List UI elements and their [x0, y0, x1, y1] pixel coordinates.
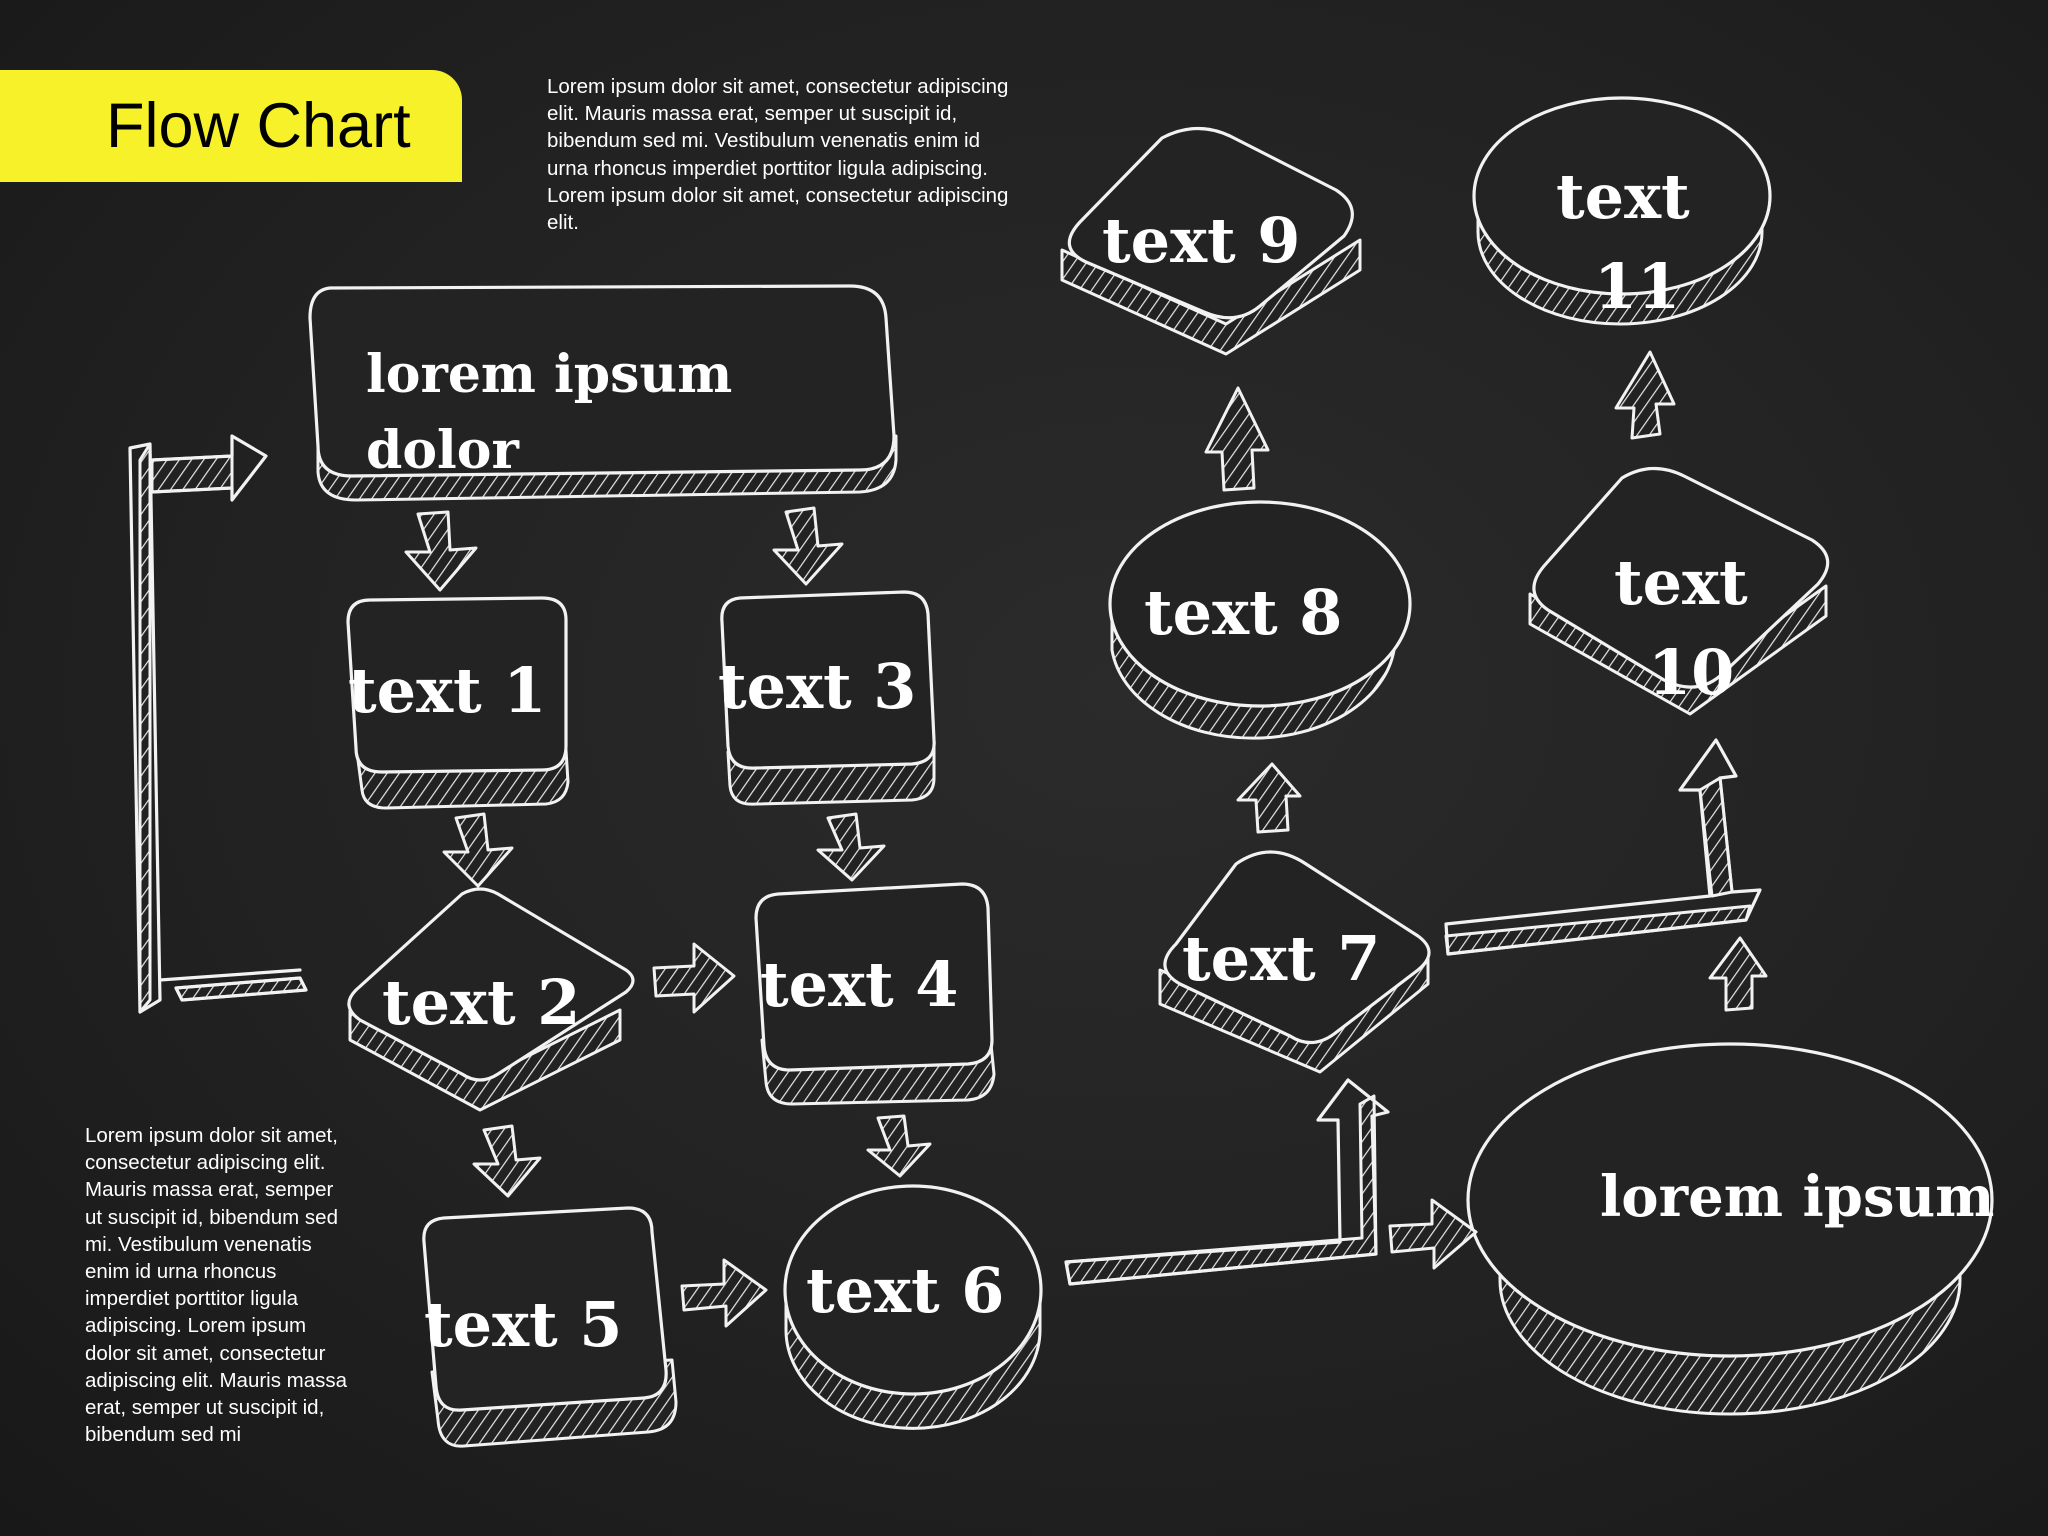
- node-text-9: text 9: [1060, 126, 1362, 356]
- arrow-text1-to-text2: [442, 812, 514, 888]
- node-start: lorem ipsum dolor: [308, 284, 898, 502]
- node-text-10-line2: 10: [1648, 636, 1734, 709]
- arrow-text2-to-text4: [652, 942, 736, 1014]
- node-text-7: text 7: [1158, 850, 1431, 1074]
- arrow-start-to-text1: [404, 510, 478, 592]
- node-text-1: text 1: [346, 596, 570, 810]
- arrow-text2-to-text5: [472, 1124, 542, 1198]
- arrow-end-to-text7line: [1708, 936, 1768, 1012]
- description-bottom: Lorem ipsum dolor sit amet, consectetur …: [85, 1124, 348, 1447]
- arrow-start-to-text3: [772, 506, 844, 586]
- node-text-8-label: text 8: [1144, 576, 1342, 649]
- node-text-6: text 6: [783, 1184, 1043, 1430]
- node-text-8: text 8: [1108, 500, 1412, 740]
- node-start-line1: lorem ipsum: [366, 344, 732, 405]
- description-top: Lorem ipsum dolor sit amet, consectetur …: [547, 75, 1009, 235]
- arrow-text6-to-text7: [1064, 1078, 1390, 1286]
- node-text-10-line1: text: [1614, 546, 1748, 619]
- node-text-10: text 10: [1528, 466, 1830, 716]
- node-text-6-label: text 6: [806, 1254, 1004, 1327]
- arrow-text3-to-text4: [816, 812, 886, 882]
- node-text-3-label: text 3: [718, 650, 916, 723]
- arrow-text10-to-text11: [1614, 350, 1676, 440]
- arrow-text6-to-end: [1388, 1198, 1478, 1270]
- node-end: lorem ipsum: [1466, 1042, 1994, 1416]
- arrow-text7-to-text8: [1236, 762, 1302, 834]
- node-text-9-label: text 9: [1102, 204, 1300, 277]
- arrow-text5-to-text6: [680, 1258, 768, 1328]
- arrow-text8-to-text9: [1204, 386, 1270, 492]
- arrow-text4-to-text6: [866, 1114, 932, 1178]
- page-title: Flow Chart: [106, 91, 411, 161]
- title-tab: [0, 70, 462, 182]
- node-start-line2: dolor: [366, 420, 519, 481]
- node-text-7-label: text 7: [1182, 922, 1380, 995]
- node-text-1-label: text 1: [348, 654, 546, 727]
- node-text-11-line2: 11: [1594, 250, 1680, 323]
- node-text-4: text 4: [754, 882, 996, 1106]
- node-end-label: lorem ipsum: [1600, 1164, 1994, 1230]
- node-text-4-label: text 4: [760, 948, 958, 1021]
- loop-connector-arrow: [128, 434, 308, 1014]
- node-text-5: text 5: [422, 1206, 678, 1448]
- node-text-5-label: text 5: [424, 1288, 622, 1361]
- arrow-text7-to-text10: [1444, 738, 1762, 956]
- node-text-3: text 3: [718, 590, 936, 806]
- node-text-2: text 2: [347, 887, 635, 1112]
- node-text-2-label: text 2: [382, 966, 580, 1039]
- node-text-11-line1: text: [1556, 160, 1690, 233]
- node-text-11: text 11: [1472, 96, 1772, 326]
